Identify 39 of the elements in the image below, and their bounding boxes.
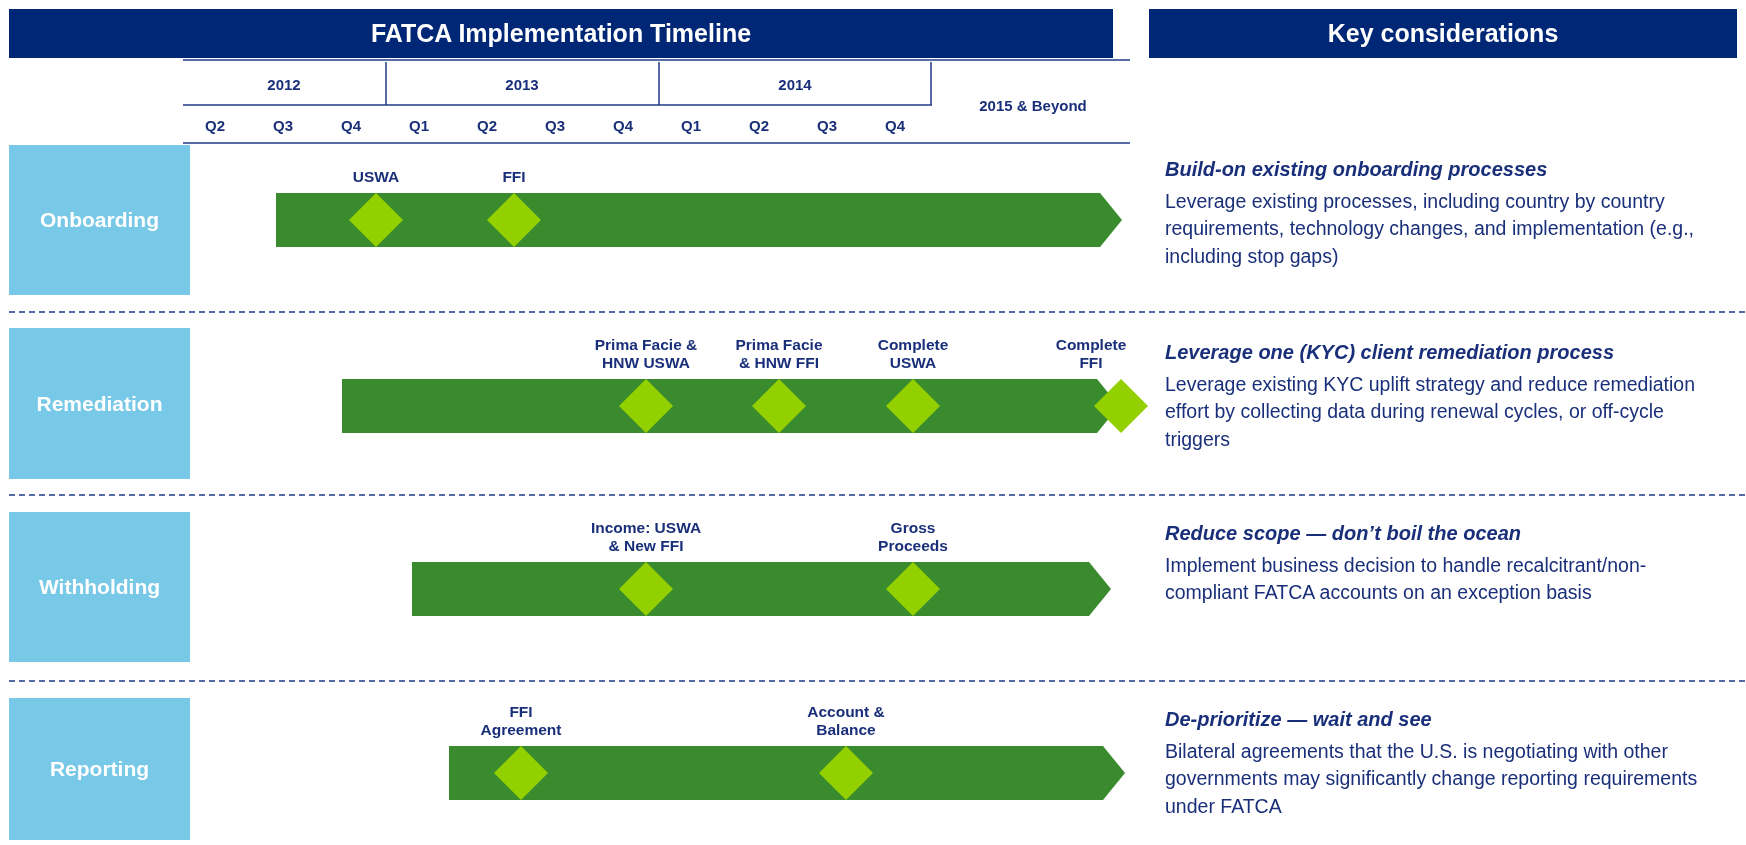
quarter-label: Q3	[545, 116, 565, 134]
year-label: 2012	[267, 75, 301, 93]
consideration-text: Leverage existing processes, including country by country requirements, technology changes, and implementation (e.g., including stop gaps)	[1165, 189, 1695, 269]
quarter-label: Q2	[477, 116, 497, 134]
quarter-label: Q4	[613, 116, 633, 134]
milestone-label: Account & Balance	[806, 702, 886, 740]
milestone-label: FFI Agreement	[479, 702, 563, 740]
milestone-label: Gross Proceeds	[877, 518, 949, 556]
header-bar: Key considerations	[1149, 9, 1737, 58]
milestone-label: Complete USWA	[876, 335, 950, 373]
consideration-heading: Leverage one (KYC) client remediation process	[1165, 341, 1615, 364]
row-header: Withholding	[9, 512, 190, 662]
row-header: Reporting	[9, 698, 190, 840]
year-label: 2015 & Beyond	[979, 96, 1087, 114]
title-bar: FATCA Implementation Timeline	[9, 9, 1113, 58]
year-label: 2014	[778, 75, 812, 93]
consideration-heading: De-prioritize — wait and see	[1165, 708, 1432, 731]
row-header: Remediation	[9, 328, 190, 479]
quarter-label: Q3	[817, 116, 837, 134]
quarter-label: Q2	[205, 116, 225, 134]
milestone-label: Income: USWA & New FFI	[589, 518, 703, 556]
year-label: 2013	[505, 75, 539, 93]
milestone-label: Complete FFI	[1054, 335, 1128, 373]
consideration-heading: Build-on existing onboarding processes	[1165, 158, 1548, 181]
consideration-heading: Reduce scope — don’t boil the ocean	[1165, 522, 1521, 545]
row-header: Onboarding	[9, 145, 190, 295]
quarter-label: Q1	[681, 116, 701, 134]
milestone-label: Prima Facie & HNW USWA	[593, 335, 699, 373]
consideration-text: Leverage existing KYC uplift strategy and reduce remediation effort by collecting data during renewal cycles, or off-cycle triggers	[1165, 372, 1697, 452]
consideration-text: Implement business decision to handle recalcitrant/non-compliant FATCA accounts on an exception basis	[1165, 553, 1648, 606]
milestone-label: Prima Facie & HNW FFI	[734, 335, 824, 373]
quarter-label: Q1	[409, 116, 429, 134]
quarter-label: Q3	[273, 116, 293, 134]
quarter-label: Q4	[885, 116, 905, 134]
milestone-label: FFI	[501, 168, 527, 187]
milestone-label: USWA	[351, 168, 401, 187]
quarter-label: Q4	[341, 116, 361, 134]
consideration-text: Bilateral agreements that the U.S. is negotiating with other governments may significantly change reporting requirements under FATCA	[1165, 739, 1699, 819]
quarter-label: Q2	[749, 116, 769, 134]
